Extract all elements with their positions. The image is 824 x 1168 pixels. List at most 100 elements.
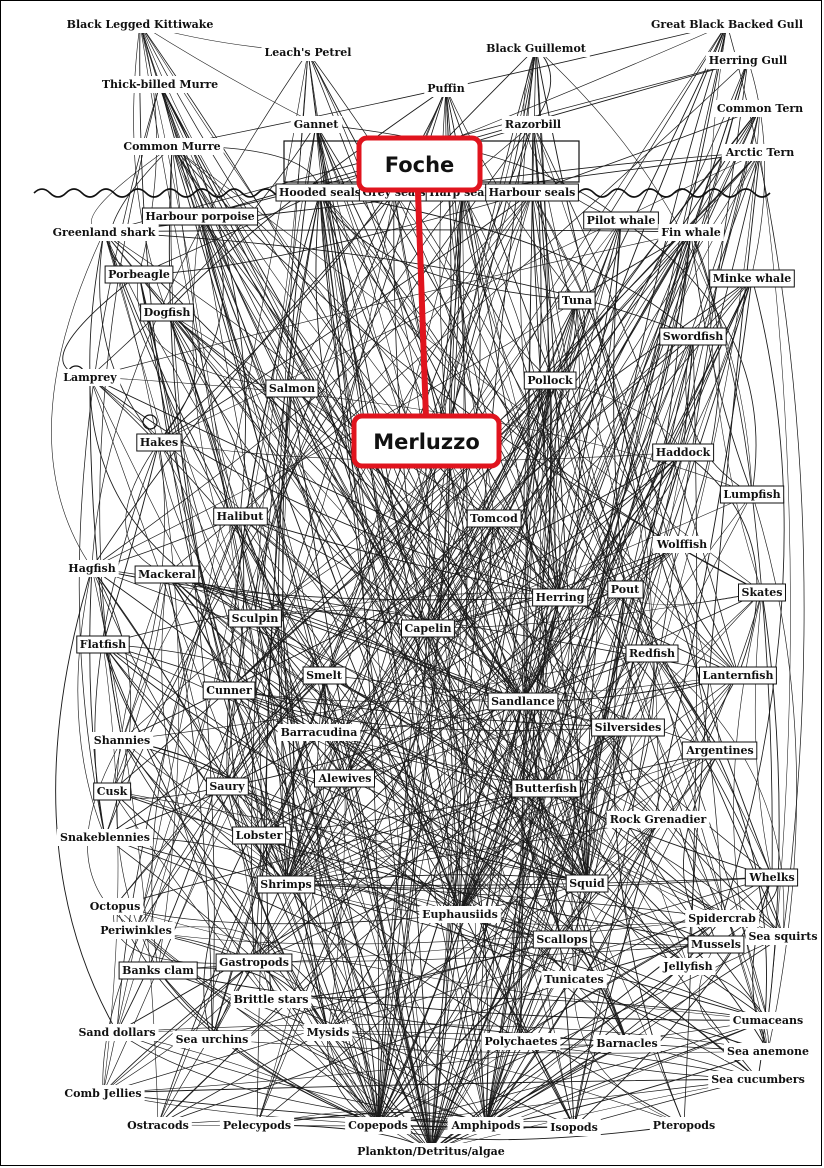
species-label-backdrop [652,536,711,553]
food-link [116,1024,769,1052]
species-node-lamprey: Lamprey [60,369,121,386]
food-link [99,83,161,741]
food-link [89,567,106,838]
species-label: Lobster [236,829,283,842]
species-label-backdrop [649,1117,719,1134]
species-box [140,303,194,322]
species-box [76,635,130,654]
species-node-pollock: Pollock [523,371,577,390]
food-link [166,311,295,885]
species-label-backdrop [61,1085,145,1102]
species-label-backdrop [501,116,564,133]
food-link [91,567,287,885]
food-link [253,777,348,963]
species-box [466,509,522,528]
species-box [591,718,665,737]
food-link [111,790,588,884]
food-link [111,231,692,792]
species-label-backdrop [606,811,710,828]
food-link [523,47,622,221]
highlight-label-merluzzo: Merluzzo [373,430,480,454]
food-link [393,191,689,967]
food-link [586,23,728,884]
food-link [393,191,628,1044]
food-link [651,652,785,937]
species-label: Mackeral [138,568,196,581]
food-link [327,1031,685,1126]
food-link [226,785,461,915]
food-link [114,905,769,1021]
highlight-box-foche [356,135,483,193]
species-label: Cunner [206,684,252,697]
food-link [104,836,432,1152]
species-label: Gannet [294,118,340,131]
species-box [719,485,785,504]
species-label-backdrop [713,100,807,117]
food-link [102,441,160,645]
food-link [102,917,723,1094]
food-link [157,978,575,1126]
species-box [738,583,786,602]
species-label-backdrop [648,16,806,33]
species-label-backdrop [261,44,355,61]
species-node-alewives: Alewives [314,769,375,788]
species-label: Plankton/Detritus/algae [357,1145,505,1158]
food-link [459,493,753,915]
food-link [733,591,769,1021]
species-box [511,779,581,798]
species-node-common-tern: Common Tern [713,100,807,117]
food-link [89,231,105,378]
species-box [215,953,293,972]
species-label-backdrop [483,40,590,57]
food-link [377,627,429,1126]
species-label: Haddock [656,446,711,459]
food-link [315,123,739,676]
species-box [93,782,132,801]
species-box [652,443,715,462]
species-node-jellyfish: Jellyfish [659,958,716,975]
food-link [573,277,753,1128]
species-label: Common Murre [123,140,220,153]
food-link [166,311,287,885]
species-node-tomcod: Tomcod [466,509,522,528]
food-link [228,689,575,1128]
food-link [226,596,561,787]
food-link [542,379,626,590]
food-link [91,191,533,569]
food-link [315,123,432,1152]
food-link [138,273,379,1126]
species-label-backdrop [419,906,501,923]
species-node-polychaetes: Polychaetes [481,1033,561,1050]
species-node-cumaceans: Cumaceans [729,1012,807,1029]
species-node-herring-gull: Herring Gull [705,52,791,69]
food-link [307,51,430,629]
species-node-sea-squirts: Sea squirts [745,928,821,945]
food-link [253,943,717,963]
species-label: Dogfish [144,306,191,319]
species-label-backdrop [57,829,153,846]
species-label: Cumaceans [733,1014,804,1027]
species-label: Alewives [318,772,372,785]
species-label: Sea anemone [727,1045,809,1058]
species-label: Wolffish [656,538,707,551]
species-label-backdrop [659,958,716,975]
food-link [522,107,761,702]
food-link [91,51,309,569]
species-node-rock-grenadier: Rock Grenadier [606,811,710,828]
food-link [535,47,773,878]
species-label: Barnacles [596,1037,657,1050]
food-link [166,573,524,702]
food-link [573,978,759,1080]
species-box [607,580,644,599]
species-label: Puffin [427,82,464,95]
species-box [583,211,659,230]
species-label: Gastropods [219,956,289,969]
food-link [751,493,797,1052]
species-node-gannet: Gannet [290,116,343,133]
food-link [430,277,753,1152]
species-node-pelecypods: Pelecypods [219,1117,295,1134]
food-link [459,123,542,915]
food-link [319,191,769,1021]
species-box [314,769,375,788]
species-label: Euphausiids [422,908,498,921]
